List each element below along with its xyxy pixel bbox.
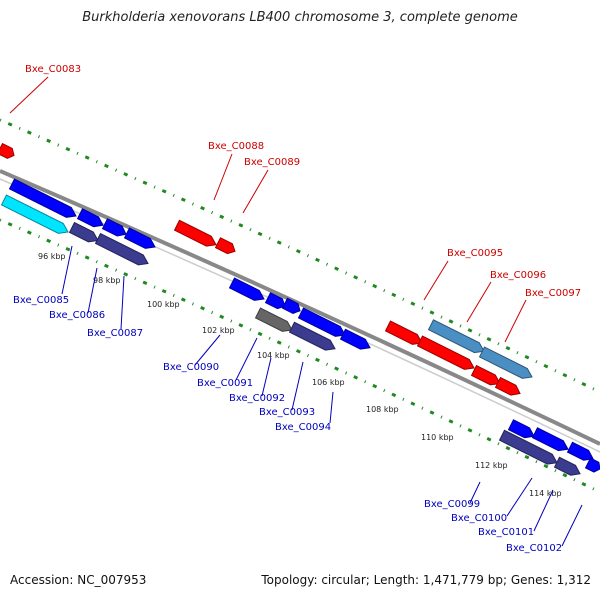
reverse-gene-label: Bxe_C0092 <box>229 393 285 404</box>
gene-arrow-19 <box>470 364 501 386</box>
gene-arrow-18 <box>416 335 475 370</box>
accession-text: Accession: NC_007953 <box>10 573 147 587</box>
gene-arrow-4 <box>101 218 127 237</box>
gene-arrow-21 <box>427 319 485 354</box>
forward-gene-label: Bxe_C0089 <box>244 157 300 168</box>
gene-arrow-8 <box>173 219 217 247</box>
reverse-gene-label: Bxe_C0100 <box>451 513 507 524</box>
forward-leader-line <box>9 76 49 114</box>
reverse-gene-label: Bxe_C0086 <box>49 310 105 321</box>
gene-arrow-11 <box>264 292 286 310</box>
gene-arrow-24 <box>531 427 569 452</box>
forward-leader-line <box>423 260 449 301</box>
reverse-gene-label: Bxe_C0091 <box>197 378 253 389</box>
tick-label: 102 kbp <box>202 326 235 335</box>
gene-arrow-14 <box>339 328 371 350</box>
outer-dotted-track <box>0 118 600 394</box>
reverse-gene-label: Bxe_C0087 <box>87 328 143 339</box>
reverse-leader-line <box>561 504 583 547</box>
reverse-leader-line <box>235 337 258 381</box>
gene-arrow-23 <box>507 419 535 439</box>
backbone-outer <box>0 169 600 446</box>
gene-arrow-22 <box>478 346 533 379</box>
forward-gene-label: Bxe_C0095 <box>447 248 503 259</box>
reverse-leader-line <box>506 477 533 517</box>
gene-arrow-7 <box>94 232 149 266</box>
tick-label: 98 kbp <box>93 276 121 285</box>
reverse-leader-line <box>469 481 481 504</box>
tick-label: 110 kbp <box>421 433 454 442</box>
gene-arrow-10 <box>228 277 265 301</box>
reverse-leader-line <box>194 334 221 366</box>
gene-arrow-2 <box>0 194 69 234</box>
forward-gene-label: Bxe_C0088 <box>208 141 264 152</box>
gene-arrow-12 <box>281 297 301 314</box>
gene-arrow-17 <box>384 320 423 345</box>
tick-label: 112 kbp <box>475 461 508 470</box>
genome-stats: Topology: circularLength: 1,471,779 bpGe… <box>261 573 591 587</box>
forward-leader-line <box>466 281 492 323</box>
reverse-leader-line <box>291 361 304 411</box>
gene-arrow-26 <box>498 429 558 465</box>
gene-arrow-9 <box>214 237 236 255</box>
genes-count-text: Genes: 1,312 <box>503 573 591 587</box>
reverse-leader-line <box>533 489 554 532</box>
gene-arrow-1 <box>8 178 77 218</box>
forward-leader-line <box>213 153 233 201</box>
reverse-leader-line <box>329 391 334 424</box>
reverse-leader-line <box>261 357 272 397</box>
tick-label: 96 kbp <box>38 252 66 261</box>
tick-label: 100 kbp <box>147 300 180 309</box>
forward-gene-label: Bxe_C0083 <box>25 64 81 75</box>
gene-arrow-5 <box>123 227 156 249</box>
gene-arrow-27 <box>553 456 581 476</box>
tick-label: 114 kbp <box>529 489 562 498</box>
reverse-leader-line <box>61 245 73 295</box>
tick-label: 104 kbp <box>257 351 290 360</box>
gene-arrow-25 <box>566 441 594 461</box>
tick-label: 108 kbp <box>366 405 399 414</box>
reverse-leader-line <box>120 275 125 330</box>
tick-label: 106 kbp <box>312 378 345 387</box>
reverse-gene-label: Bxe_C0101 <box>478 527 534 538</box>
gene-arrow-13 <box>297 307 346 337</box>
reverse-gene-label: Bxe_C0099 <box>424 499 480 510</box>
gene-arrow-3 <box>76 208 104 228</box>
length-text: Length: 1,471,779 bp <box>366 573 503 587</box>
topology-text: Topology: circular <box>261 573 366 587</box>
reverse-gene-label: Bxe_C0102 <box>506 543 562 554</box>
forward-leader-line <box>504 299 527 343</box>
map-title: Burkholderia xenovorans LB400 chromosome… <box>82 10 518 25</box>
inner-dotted-track <box>0 218 600 494</box>
gene-arrow-16 <box>288 321 336 351</box>
gene-arrow-6 <box>68 221 99 243</box>
forward-gene-label: Bxe_C0096 <box>490 270 546 281</box>
reverse-gene-label: Bxe_C0090 <box>163 362 219 373</box>
reverse-gene-label: Bxe_C0094 <box>275 422 331 433</box>
reverse-leader-line <box>87 267 98 314</box>
reverse-gene-label: Bxe_C0093 <box>259 407 315 418</box>
gene-arrow-0 <box>0 142 15 159</box>
forward-gene-label: Bxe_C0097 <box>525 288 581 299</box>
reverse-gene-label: Bxe_C0085 <box>13 295 69 306</box>
gene-arrow-20 <box>494 376 521 396</box>
gene-arrow-15 <box>254 307 293 332</box>
forward-leader-line <box>242 169 269 214</box>
gene-arrow-28 <box>584 457 600 473</box>
